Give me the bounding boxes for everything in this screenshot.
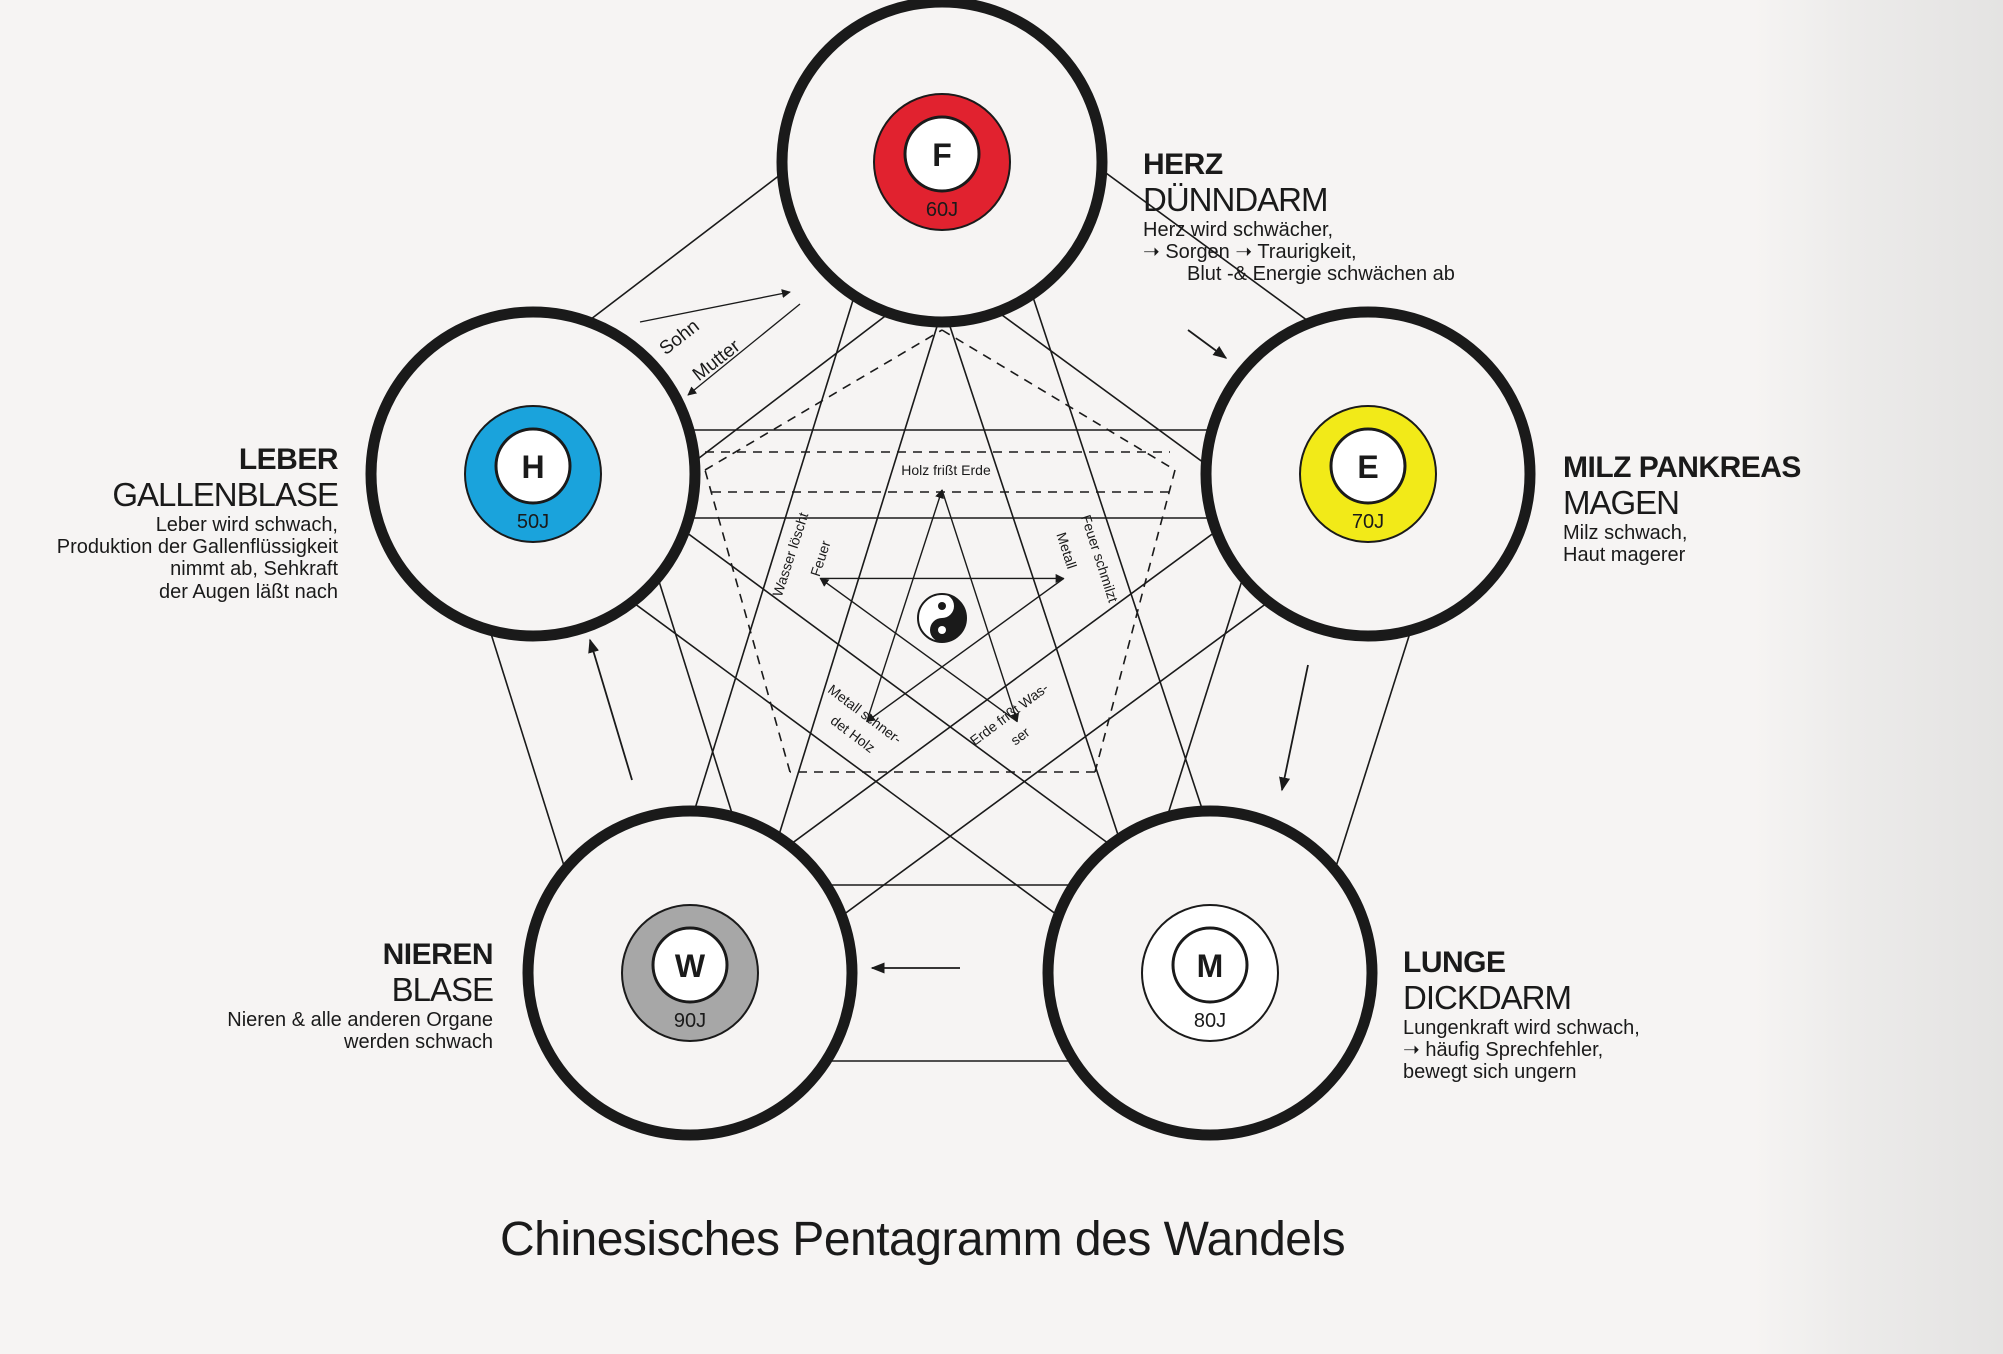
organ-label-lunge: LUNGE DICKDARM Lungenkraft wird schwach,… — [1403, 946, 1640, 1084]
element-letter-circle-e — [1329, 427, 1407, 505]
desc-leber-line-4: der Augen läßt nach — [158, 580, 338, 603]
desc-milz-line-1: Milz schwach, — [1563, 521, 1688, 544]
element-letter-w: W — [675, 948, 706, 984]
organ-secondary-dickdarm: DICKDARM — [1403, 978, 1572, 1016]
star-line-F-M-0 — [995, 185, 1240, 922]
organ-primary-leber: LEBER — [238, 443, 339, 476]
yin-yang-icon — [917, 593, 967, 643]
organ-secondary-duenndarm: DÜNNDARM — [1143, 180, 1328, 218]
element-letter-circle-f — [903, 115, 981, 193]
element-letter-m: M — [1197, 948, 1224, 984]
element-age-w: 90J — [674, 1010, 706, 1032]
desc-nieren-line-2: werden schwach — [344, 1030, 493, 1053]
center-star-arrow-3 — [866, 577, 1065, 723]
element-node-w: W 90J — [522, 805, 858, 1141]
desc-nieren-line-1: Nieren & alle anderen Organe — [227, 1008, 493, 1031]
element-letter-circle-w — [651, 926, 729, 1004]
organ-label-herz: HERZ DÜNNDARM Herz wird schwächer, ➝ Sor… — [1143, 148, 1455, 286]
relation-label-holz-frisst-erde: Holz frißt Erde — [901, 462, 991, 478]
center-star-arrow-4 — [866, 489, 944, 722]
star-line-M-H-0 — [538, 532, 1153, 986]
star-line-F-W-1 — [659, 186, 889, 922]
arrow-e-to-m — [1279, 664, 1309, 792]
element-age-m: 80J — [1194, 1010, 1226, 1032]
element-letter-h: H — [521, 449, 544, 485]
desc-herz-line-1: Herz wird schwächer, — [1143, 218, 1334, 241]
element-age-e: 70J — [1352, 511, 1384, 533]
element-node-h: H 50J — [365, 306, 701, 642]
relation-label-sohn: Sohn — [656, 316, 704, 360]
arrow-sohn — [639, 289, 791, 323]
star-line-F-M-1 — [912, 213, 1157, 950]
star-line-E-W-0 — [747, 532, 1363, 986]
element-letter-f: F — [932, 137, 952, 173]
center-star-arrow-1 — [819, 577, 1018, 723]
relation-label-wasser-loescht: Wasser löscht — [769, 510, 811, 598]
desc-lunge-line-3: bewegt sich ungern — [1403, 1061, 1577, 1084]
star-line-E-W-1 — [695, 461, 1311, 915]
desc-leber-line-2: Produktion der Gallenflüssigkeit — [56, 535, 338, 558]
element-letter-e: E — [1357, 449, 1378, 485]
bleed-through-margin — [1753, 0, 2003, 1354]
desc-herz-line-2: ➝ Sorgen ➝ Traurigkeit, — [1143, 240, 1357, 263]
diagram-caption: Chinesisches Pentagramm des Wandels — [500, 1213, 1346, 1266]
organ-primary-herz: HERZ — [1143, 148, 1223, 181]
organ-label-milz: MILZ PANKREAS MAGEN Milz schwach, Haut m… — [1563, 451, 1801, 566]
organ-label-nieren: NIEREN BLASE Nieren & alle anderen Organ… — [227, 938, 494, 1053]
relation-label-feuer: Feuer — [807, 538, 834, 578]
arrow-w-to-h — [588, 638, 633, 781]
arrow-f-to-e — [1187, 329, 1228, 359]
organ-primary-lunge: LUNGE — [1403, 946, 1506, 979]
desc-milz-line-2: Haut magerer — [1563, 543, 1686, 566]
relation-label-ser: ser — [1007, 724, 1032, 749]
arrow-mutter — [687, 303, 801, 396]
dashed-ko-line-3 — [704, 469, 791, 773]
desc-leber-line-3: nimmt ab, Sehkraft — [170, 558, 338, 581]
organ-secondary-magen: MAGEN — [1563, 483, 1680, 521]
desc-lunge-line-2: ➝ häufig Sprechfehler, — [1403, 1038, 1604, 1061]
element-age-f: 60J — [926, 199, 958, 221]
desc-lunge-line-1: Lungenkraft wird schwach, — [1403, 1016, 1640, 1039]
relation-label-feuer-schmilzt: Feuer schmilzt — [1078, 513, 1121, 605]
center-star-arrow-0 — [941, 489, 1020, 723]
organ-primary-nieren: NIEREN — [382, 938, 494, 971]
organ-secondary-gallenblase: GALLENBLASE — [112, 475, 339, 513]
organ-primary-milz-pankreas: MILZ PANKREAS — [1563, 451, 1801, 484]
relation-label-mutter: Mutter — [689, 335, 745, 385]
star-line-M-H-1 — [590, 461, 1205, 915]
dashed-ko-line-0 — [941, 329, 1176, 471]
element-node-e: E 70J — [1200, 306, 1536, 642]
element-letter-circle-h — [494, 427, 572, 505]
element-letter-circle-m — [1171, 926, 1249, 1004]
element-age-h: 50J — [517, 511, 549, 533]
element-node-m: M 80J — [1042, 805, 1378, 1141]
element-node-f: F 60J — [776, 0, 1108, 328]
organ-label-leber: LEBER GALLENBLASE Leber wird schwach, Pr… — [56, 443, 339, 603]
relation-label-metall: Metall — [1053, 530, 1080, 570]
dashed-ko-line-1 — [1094, 469, 1176, 773]
desc-leber-line-1: Leber wird schwach, — [155, 513, 338, 536]
organ-secondary-blase: BLASE — [391, 970, 494, 1008]
desc-herz-line-3: Blut -& Energie schwächen ab — [1187, 263, 1455, 286]
star-line-F-W-0 — [743, 213, 973, 949]
dashed-ko-line-4 — [704, 329, 943, 471]
